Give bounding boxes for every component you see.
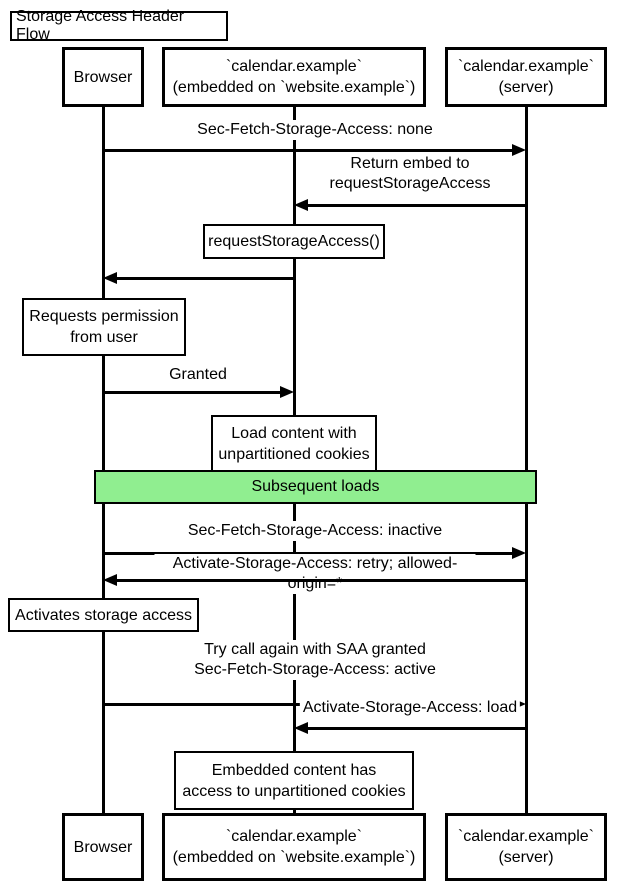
arrowhead-right-icon <box>512 547 526 559</box>
message-label-try-again: Try call again with SAA granted Sec-Fetc… <box>191 640 439 680</box>
diagram-title: Storage Access Header Flow <box>10 8 228 43</box>
arrowhead-left-icon <box>294 722 308 734</box>
arrowhead-right-icon <box>280 386 294 398</box>
message-label-activate-retry: Activate-Storage-Access: retry; allowed-… <box>154 554 476 594</box>
arrowhead-left-icon <box>103 272 117 284</box>
arrowhead-left-icon <box>103 574 117 586</box>
note-request-storage-access: requestStorageAccess() <box>203 224 385 259</box>
message-label-return-embed: Return embed to requestStorageAccess <box>326 154 494 194</box>
arrow-sec-fetch-inactive <box>103 552 513 555</box>
lifeline-server <box>525 104 528 814</box>
message-label-sec-fetch-inactive: Sec-Fetch-Storage-Access: inactive <box>184 521 446 541</box>
actor-embed-top: `calendar.example` (embedded on `website… <box>162 47 426 107</box>
actor-browser-top: Browser <box>62 47 144 107</box>
actor-embed-bottom: `calendar.example` (embedded on `website… <box>162 813 426 881</box>
message-label-sec-fetch-none: Sec-Fetch-Storage-Access: none <box>194 120 436 140</box>
arrow-request-storage-access <box>116 277 294 280</box>
arrow-activate-retry <box>116 579 526 582</box>
actor-browser-bottom: Browser <box>62 813 144 881</box>
arrow-activate-load <box>307 727 526 730</box>
section-subsequent-loads: Subsequent loads <box>94 470 537 504</box>
lifeline-browser <box>102 106 105 814</box>
arrowhead-right-icon <box>512 144 526 156</box>
actor-server-bottom: `calendar.example` (server) <box>445 813 607 881</box>
message-label-granted: Granted <box>166 365 230 385</box>
note-embedded-access: Embedded content has access to unpartiti… <box>174 751 414 810</box>
arrow-granted <box>103 391 281 394</box>
arrow-return-embed <box>307 204 526 207</box>
actor-server-top: `calendar.example` (server) <box>445 47 607 107</box>
message-label-activate-load: Activate-Storage-Access: load <box>299 698 521 718</box>
note-requests-permission: Requests permission from user <box>22 298 186 356</box>
arrow-sec-fetch-none <box>103 149 513 152</box>
note-load-content: Load content with unpartitioned cookies <box>211 415 377 473</box>
note-activates-storage: Activates storage access <box>8 598 199 632</box>
arrowhead-left-icon <box>294 199 308 211</box>
